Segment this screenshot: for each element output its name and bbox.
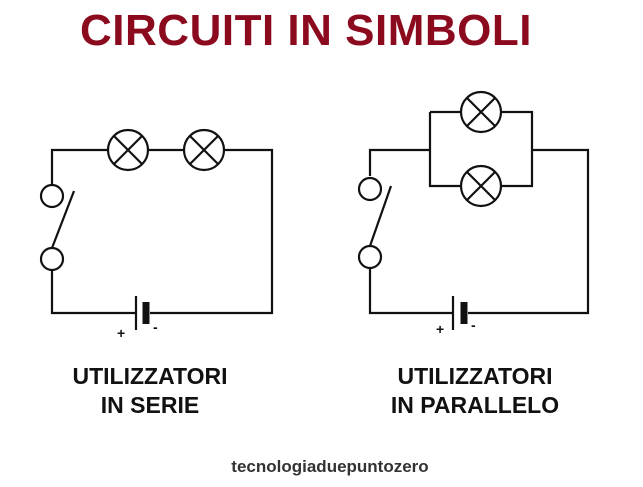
lamp-icon [182,128,226,172]
switch-icon [39,183,76,272]
series-caption: UTILIZZATORI IN SERIE [40,362,260,420]
series-circuit: + - [39,128,274,341]
lamp-icon [459,90,503,134]
parallel-caption: UTILIZZATORI IN PARALLELO [360,362,590,420]
battery-plus-label: + [436,321,444,337]
battery-icon [134,296,150,330]
series-caption-line2: IN SERIE [100,392,200,418]
lamp-icon [106,128,150,172]
battery-minus-label: - [471,317,476,333]
lamp-icon [459,164,503,208]
battery-plus-label: + [117,325,125,341]
parallel-caption-line2: IN PARALLELO [390,392,560,418]
series-caption-line1: UTILIZZATORI [72,363,228,389]
page-title: CIRCUITI IN SIMBOLI [80,6,532,55]
parallel-circuit: + - [357,90,590,337]
battery-icon [451,296,468,330]
parallel-wires [368,110,590,315]
battery-minus-label: - [153,319,158,335]
series-wires [50,148,274,315]
switch-icon [357,176,393,270]
site-footer: tecnologiaduepuntozero [231,457,429,476]
parallel-caption-line1: UTILIZZATORI [397,363,553,389]
